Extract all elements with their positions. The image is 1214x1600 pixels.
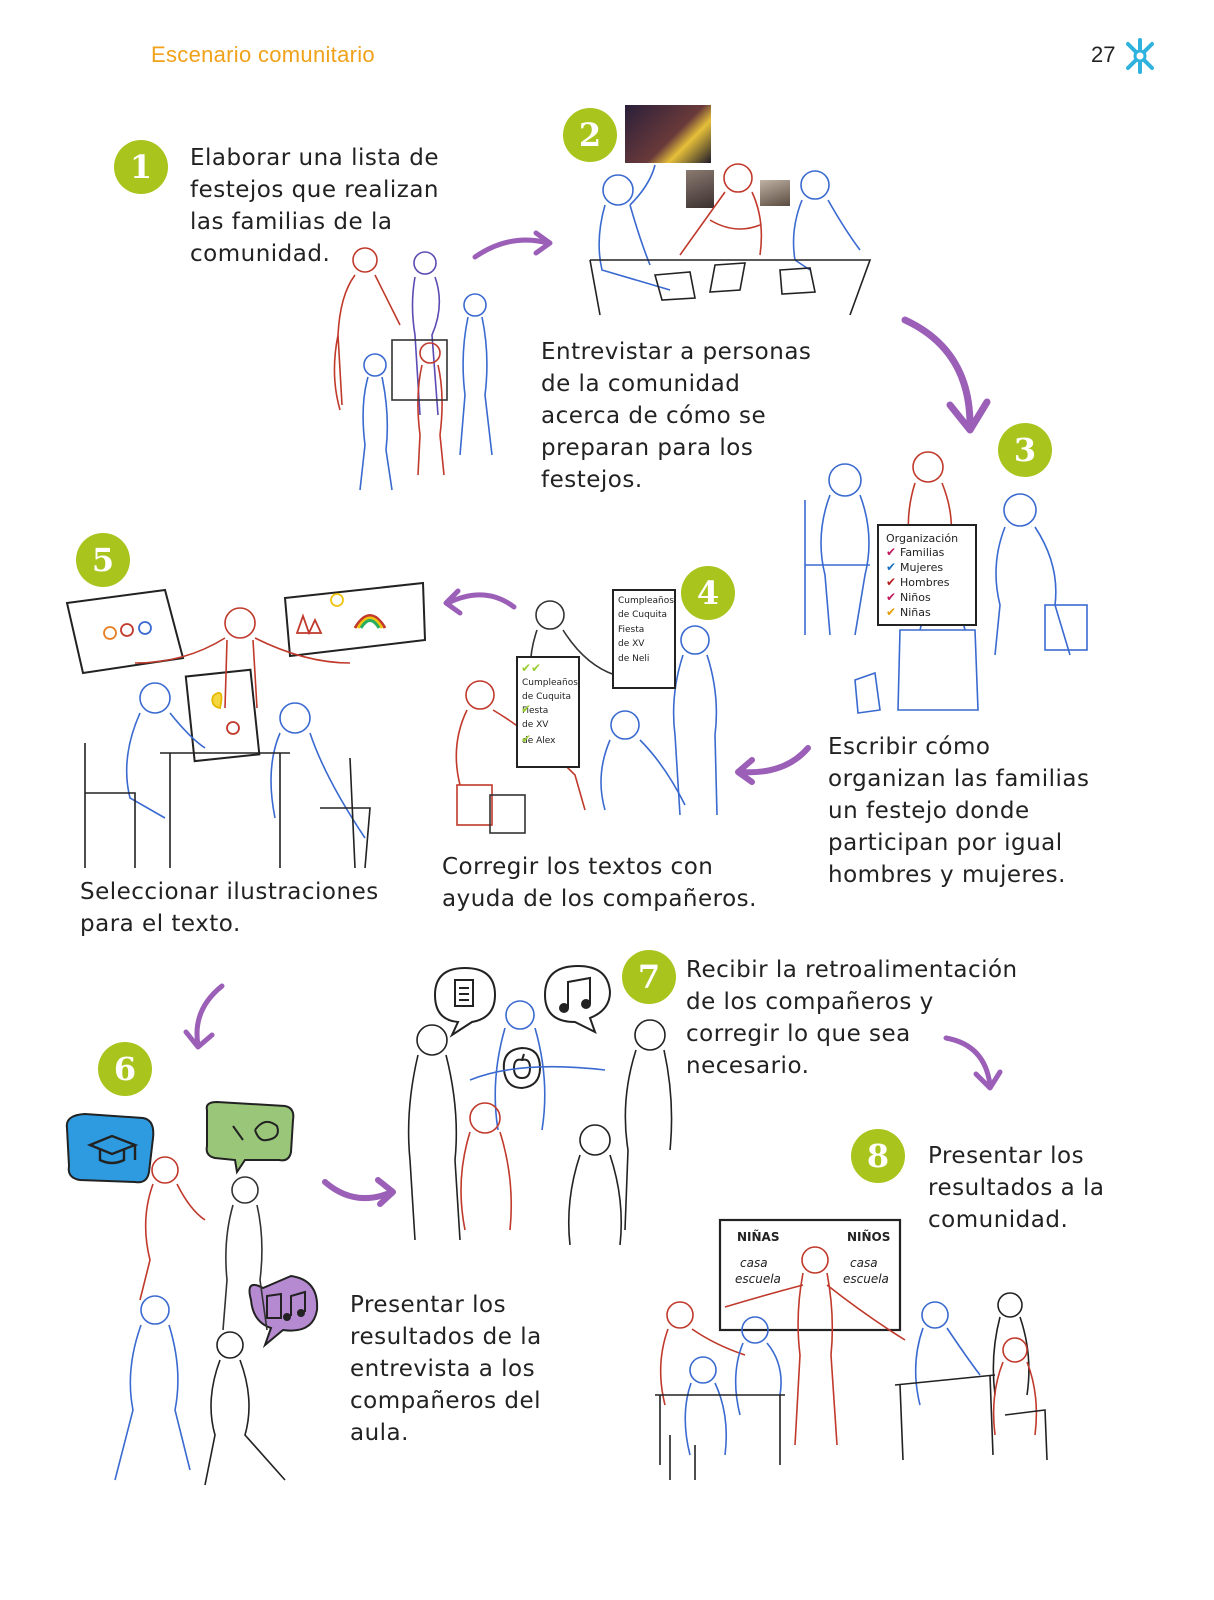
step-3-illustration: Organización Familias Mujeres Hombres Ni… — [804, 451, 1088, 714]
svg-text:Cumpleaños: Cumpleaños — [522, 678, 578, 688]
svg-text:NIÑAS: NIÑAS — [737, 1229, 779, 1244]
step-6-badge: 6 — [98, 1042, 152, 1096]
step-2-photo — [625, 105, 711, 163]
step-5-illustration — [65, 581, 427, 869]
step-5-badge: 5 — [76, 533, 130, 587]
svg-text:Niños: Niños — [900, 591, 931, 604]
svg-text:Fiesta: Fiesta — [618, 625, 644, 635]
music-note-bubble — [543, 964, 612, 1035]
arrow-3-to-4 — [735, 745, 811, 785]
step-8-badge: 8 — [851, 1129, 905, 1183]
svg-text:Niñas: Niñas — [900, 606, 931, 619]
svg-text:Cumpleaños: Cumpleaños — [618, 596, 674, 606]
svg-text:escuela: escuela — [843, 1272, 889, 1286]
svg-text:de XV: de XV — [522, 720, 549, 730]
document-bubble — [433, 966, 497, 1038]
step-2-photo-small-1 — [686, 170, 714, 208]
graduation-cap-bubble — [65, 1112, 155, 1184]
step-2-photo-small-2 — [760, 180, 790, 206]
arrow-6-to-7 — [322, 1177, 396, 1207]
step-1-badge: 1 — [114, 140, 168, 194]
arrow-4-to-5 — [443, 588, 517, 616]
svg-text:✔✔: ✔✔ — [521, 661, 541, 675]
arrow-1-to-2 — [472, 230, 553, 260]
step-4-illustration: Cumpleaños de Cuquita Fiesta de XV de Ne… — [455, 589, 718, 834]
page-number: 27 — [1091, 42, 1116, 67]
svg-text:✔: ✔ — [886, 605, 896, 619]
step-8-illustration: NIÑAS casa escuela NIÑOS casa escuela — [655, 1218, 1048, 1480]
step-6-illustration — [65, 1100, 319, 1486]
svg-text:✔: ✔ — [886, 560, 896, 574]
music-bubble — [248, 1274, 319, 1349]
step-2-illustration — [589, 163, 872, 316]
svg-text:✔: ✔ — [886, 590, 896, 604]
arrow-5-to-6 — [183, 983, 225, 1050]
arrow-2-to-3 — [901, 316, 991, 434]
svg-text:de Neli: de Neli — [618, 654, 649, 664]
arrow-7-to-8 — [943, 1035, 1003, 1091]
svg-text:Familias: Familias — [900, 546, 945, 559]
step-7-badge: 7 — [622, 950, 676, 1004]
svg-text:✔: ✔ — [886, 575, 896, 589]
svg-text:✔: ✔ — [886, 545, 896, 559]
step-1-illustration — [333, 247, 493, 491]
step-2-badge: 2 — [563, 108, 617, 162]
svg-text:Fiesta: Fiesta — [522, 706, 548, 716]
svg-text:de Cuquita: de Cuquita — [522, 692, 571, 702]
section-title: Escenario comunitario — [151, 42, 375, 67]
step-7-illustration — [407, 964, 673, 1246]
step-4-badge: 4 — [681, 566, 735, 620]
svg-text:Hombres: Hombres — [900, 576, 950, 589]
palette-bubble — [205, 1100, 295, 1175]
step-3-sign-title: Organización — [886, 532, 958, 545]
logo-icon — [1126, 38, 1154, 74]
svg-text:casa: casa — [740, 1256, 768, 1270]
svg-text:casa: casa — [850, 1256, 878, 1270]
svg-text:✔: ✔ — [521, 732, 531, 746]
svg-text:Mujeres: Mujeres — [900, 561, 943, 574]
step-3-badge: 3 — [998, 423, 1052, 477]
svg-text:de Cuquita: de Cuquita — [618, 610, 667, 620]
svg-text:de XV: de XV — [618, 639, 645, 649]
svg-text:escuela: escuela — [735, 1272, 781, 1286]
svg-text:✔: ✔ — [521, 702, 531, 716]
svg-text:NIÑOS: NIÑOS — [847, 1229, 890, 1244]
svg-text:de Alex: de Alex — [522, 736, 556, 746]
